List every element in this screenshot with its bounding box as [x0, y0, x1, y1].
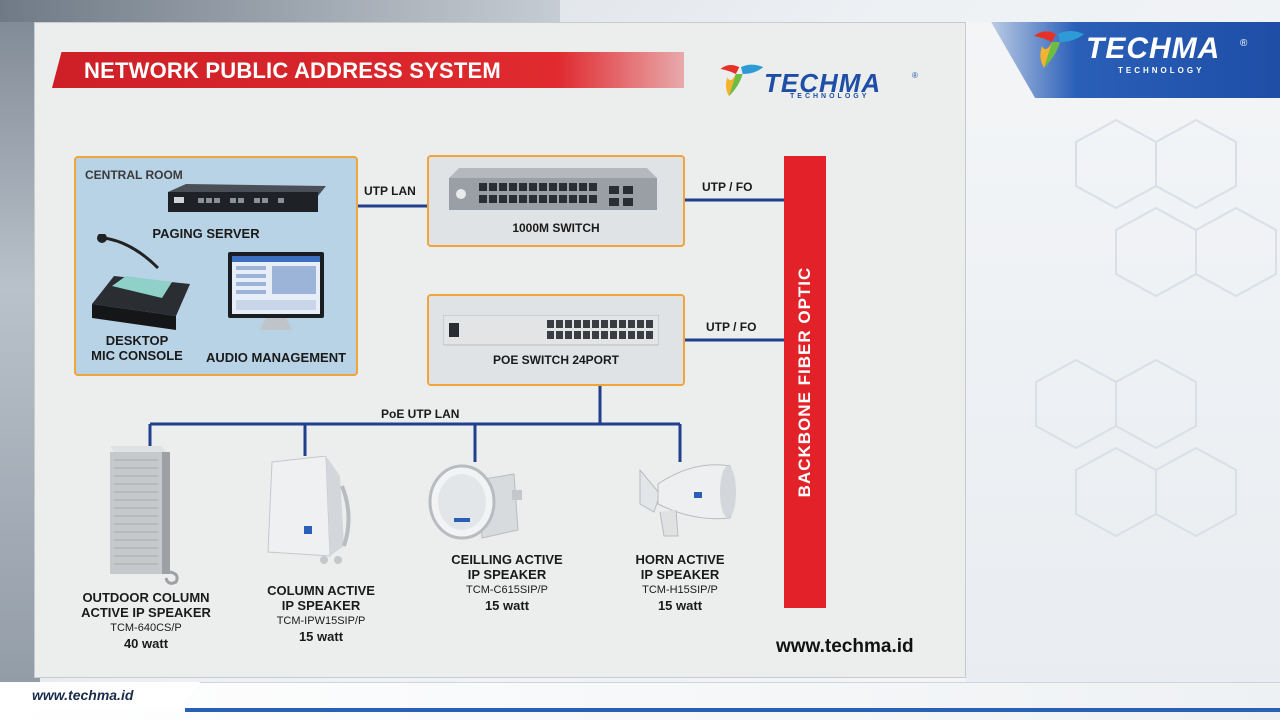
ceiling-speaker-icon [428, 464, 522, 540]
column-speaker-model: TCM-IPW15SIP/P [276, 615, 366, 627]
horn-speaker-model: TCM-H15SIP/P [642, 584, 718, 596]
poe-switch-label: POE SWITCH 24PORT [492, 353, 620, 367]
switch-1000m-label: 1000M SWITCH [512, 221, 600, 235]
mic-console-label-1: DESKTOP [105, 333, 169, 348]
audio-management-monitor-icon [228, 252, 324, 330]
utp-lan-label: UTP LAN [364, 184, 416, 198]
background-left-photo [0, 0, 40, 720]
horn-speaker-power: 15 watt [657, 598, 703, 613]
footer-website-link[interactable]: www.techma.id [0, 682, 200, 708]
horn-speaker-name-1: HORN ACTIVE [635, 552, 725, 567]
central-room-label: CENTRAL ROOM [85, 168, 183, 182]
outdoor-speaker-name-1: OUTDOOR COLUMN [82, 590, 210, 605]
horn-speaker-name-2: IP SPEAKER [640, 567, 720, 582]
background-top-strip [0, 0, 560, 22]
outdoor-speaker-power: 40 watt [123, 636, 169, 651]
techma-logo-icon-header [1034, 31, 1084, 68]
poe-utp-lan-label: PoE UTP LAN [381, 407, 460, 421]
header-brand-sub: TECHNOLOGY [1118, 66, 1205, 75]
paging-server-label: PAGING SERVER [152, 226, 260, 241]
ceiling-speaker-power: 15 watt [484, 598, 530, 613]
column-speaker-icon [267, 456, 351, 564]
techma-logo-icon [720, 64, 764, 97]
board-brand-sub: TECHNOLOGY [790, 93, 870, 100]
title-bar [52, 52, 684, 88]
mic-console-label-2: MIC CONSOLE [91, 348, 183, 363]
right-panel [966, 22, 1280, 682]
outdoor-speaker-name-2: ACTIVE IP SPEAKER [81, 605, 211, 620]
ceiling-speaker-name-1: CEILLING ACTIVE [451, 552, 563, 567]
paging-server-icon [168, 184, 326, 212]
diagram-title: NETWORK PUBLIC ADDRESS SYSTEM [84, 58, 501, 83]
outdoor-column-speaker-icon [110, 446, 179, 585]
column-speaker-power: 15 watt [298, 629, 344, 644]
header-brand-name: TECHMA [1086, 32, 1221, 65]
audio-management-label: AUDIO MANAGEMENT [205, 350, 347, 365]
board-brand-name: TECHMA [764, 68, 882, 98]
switch-1000m-icon [449, 168, 657, 210]
horn-speaker-icon [639, 464, 736, 537]
outdoor-speaker-model: TCM-640CS/P [110, 622, 182, 634]
poe-switch-icon [443, 315, 659, 346]
board-reg-mark: ® [912, 71, 918, 80]
desktop-mic-console-icon [92, 234, 190, 330]
ceiling-speaker-model: TCM-C615SIP/P [466, 584, 548, 596]
footer-bar [0, 682, 1280, 720]
backbone-label: BACKBONE FIBER OPTIC [795, 266, 814, 498]
utp-fo-label-2: UTP / FO [706, 320, 757, 334]
website-link[interactable]: www.techma.id [776, 636, 914, 657]
footer-accent-line [185, 708, 1280, 712]
backbone-fiber-optic-bar [784, 156, 826, 608]
utp-fo-label-1: UTP / FO [702, 180, 753, 194]
header-reg-mark: ® [1240, 38, 1248, 49]
hexagon-pattern [1035, 118, 1277, 538]
column-speaker-name-2: IP SPEAKER [281, 598, 361, 613]
column-speaker-name-1: COLUMN ACTIVE [267, 583, 375, 598]
ceiling-speaker-name-2: IP SPEAKER [467, 567, 547, 582]
